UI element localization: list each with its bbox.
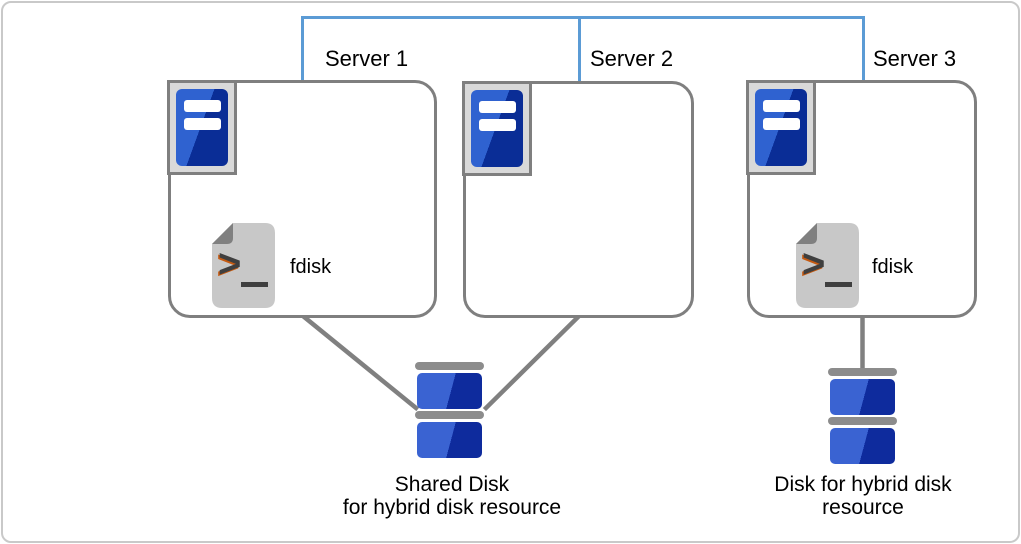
- prompt-glyph-shadow: >: [801, 244, 824, 288]
- disk-cap: [828, 368, 897, 376]
- shared-disk-label-line2: for hybrid disk resource: [342, 496, 562, 519]
- prompt-glyph: >: [802, 242, 825, 286]
- hybrid-disk-label-line1: Disk for hybrid disk: [774, 473, 952, 496]
- disk-platter: [417, 373, 482, 409]
- script-page-fold: [796, 223, 817, 244]
- hybrid-disk-label: Disk for hybrid disk resource: [723, 473, 1003, 519]
- server1-shared-disk-line: [299, 312, 420, 412]
- shell-script-icon: > >: [212, 223, 275, 308]
- prompt-glyph-shadow: >: [217, 244, 240, 288]
- server-icon-slot: [479, 119, 516, 131]
- cursor-underscore: [825, 282, 852, 287]
- cursor-underscore: [241, 282, 268, 287]
- server-icon-slot: [479, 101, 516, 113]
- server-icon-slot: [184, 118, 221, 130]
- server2-tower-icon: [462, 81, 532, 176]
- shared-disk-label: Shared Disk for hybrid disk resource: [292, 473, 612, 519]
- disk-platter: [830, 428, 895, 464]
- server-icon-face: [471, 90, 523, 167]
- server3-tower-icon: [746, 80, 816, 175]
- server-icon-face: [176, 89, 228, 166]
- hybrid-disk-label-line2: resource: [822, 496, 904, 519]
- disk-cap: [415, 362, 484, 370]
- shared-disk-label-line1: Shared Disk: [394, 473, 510, 496]
- disk-platter: [417, 422, 482, 458]
- server2-shared-disk-line: [482, 313, 582, 412]
- disk-cap: [415, 411, 484, 419]
- server-icon-slot: [763, 118, 800, 130]
- prompt-glyph: >: [218, 242, 241, 286]
- server-icon-slot: [184, 100, 221, 112]
- script-page-fold: [212, 223, 233, 244]
- disk-platter: [830, 379, 895, 415]
- server3-script-label: fdisk: [872, 256, 914, 278]
- server-icon-face: [755, 89, 807, 166]
- disk-cap: [828, 417, 897, 425]
- server-icon-slot: [763, 100, 800, 112]
- network-line: [301, 16, 865, 85]
- shared-disk-icon: [415, 362, 484, 460]
- shell-script-icon: > >: [796, 223, 859, 308]
- server1-tower-icon: [167, 80, 237, 175]
- hybrid-disk-icon: [828, 368, 897, 466]
- server1-script-label: fdisk: [290, 256, 332, 278]
- server2-box: [463, 81, 694, 318]
- server3-label: Server 3: [873, 46, 957, 71]
- server2-label: Server 2: [590, 46, 674, 71]
- server1-label: Server 1: [325, 46, 409, 71]
